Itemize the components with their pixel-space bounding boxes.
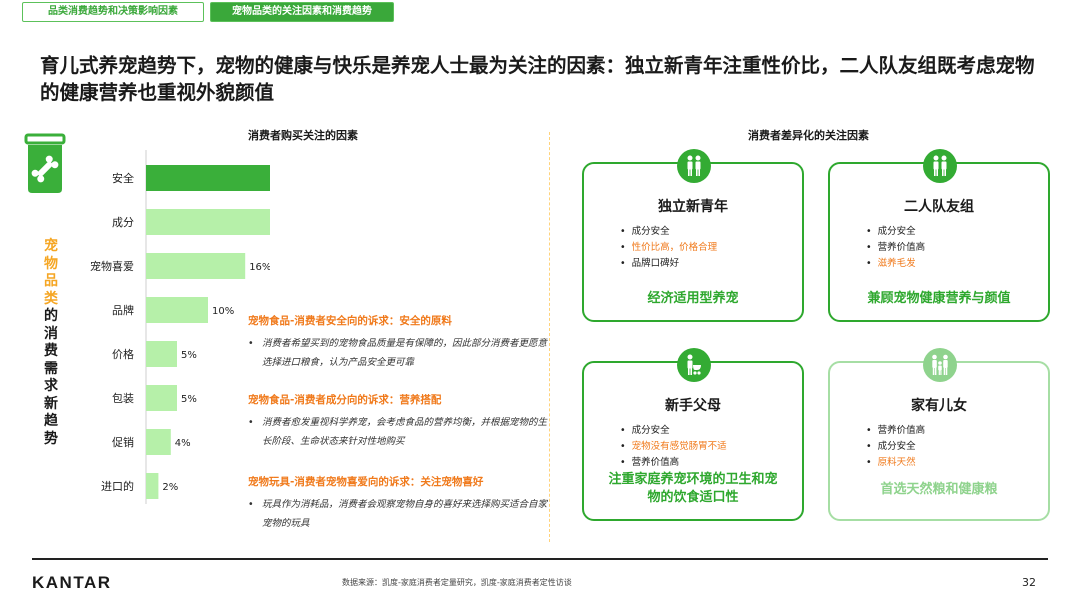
category-label: 安全 [112,171,134,185]
appeal-safety: 宠物食品-消费者安全向的诉求：安全的原料 • 消费者希望买到的宠物食品质量是有保障… [248,314,548,372]
bar [146,253,246,279]
list-item: 滋养毛发 [866,256,925,272]
card-summary: 经济适用型养宠 [647,291,739,306]
card-title: 家有儿女 [911,398,967,414]
couple-icon [923,149,957,183]
category-label: 进口的 [101,479,134,493]
list-item: 成分安全 [866,224,925,240]
segment-card-couple: 二人队友组 成分安全 营养价值高 滋养毛发 兼顾宠物健康营养与颜值 [828,149,1050,322]
bar [146,341,177,367]
card-factor-list: 营养价值高 成分安全 原料天然 [866,423,926,471]
category-label: 包装 [112,392,134,405]
list-item: 宠物没有感觉肠胃不适 [620,439,727,455]
value-label: 16% [249,262,270,273]
appeal-heading: 宠物食品-消费者安全向的诉求：安全的原料 [248,315,452,327]
list-item: 性价比高，价格合理 [620,240,718,256]
footer-divider [32,558,1048,560]
card-summary: 注重家庭养宠环境的卫生和宠物的饮食适口性 [608,472,778,505]
tab-pet-category[interactable]: 宠物品类的关注因素和消费趋势 [210,2,394,22]
bullet-dot: • [248,499,254,510]
category-label: 成分 [112,216,134,229]
card-factor-list: 成分安全 营养价值高 滋养毛发 [866,224,926,272]
card-title: 独立新青年 [658,199,728,215]
bar [146,429,171,455]
value-label: 4% [175,438,191,449]
page-title: 育儿式养宠趋势下，宠物的健康与快乐是养宠人士最为关注的因素：独立新青年注重性价比… [40,54,1035,104]
segment-card-young-single: 独立新青年 成分安全 性价比高，价格合理 品牌口碑好 经济适用型养宠 [582,149,804,322]
category-label: 品牌 [112,303,134,317]
vertical-title-rest: 的消费需求新趋势 [44,308,58,447]
appeal-ingredients: 宠物食品-消费者成分向的诉求：营养搭配 • 消费者愈发重视科学养宠，会考虑食品的营… [248,393,548,451]
page-number: 32 [1022,576,1036,589]
card-factor-list: 成分安全 宠物没有感觉肠胃不适 营养价值高 [620,423,727,471]
bullet-dot: • [248,338,254,349]
tab-category-trends[interactable]: 品类消费趋势和决策影响因素 [22,2,204,22]
column-divider [549,132,550,542]
value-label: 5% [181,350,197,361]
appeal-pet-preference: 宠物玩具-消费者宠物喜爱向的诉求：关注宠物喜好 • 玩具作为消耗品，消费者会观察宠… [248,475,548,533]
bar [146,165,270,191]
card-summary: 首选天然粮和健康粮 [880,482,998,497]
category-label: 宠物喜爱 [90,259,134,273]
card-title: 新手父母 [665,398,721,414]
bullet-dot: • [248,417,254,428]
value-label: 10% [212,306,234,317]
appeal-text: 玩具作为消耗品，消费者会观察宠物自身的喜好来选择购买适合自家宠物的玩具 [262,499,548,529]
card-summary: 兼顾宠物健康营养与颜值 [867,291,1011,306]
appeal-heading: 宠物食品-消费者成分向的诉求：营养搭配 [248,394,442,406]
list-item: 营养价值高 [866,423,926,439]
bar [146,473,159,499]
value-label: 2% [162,482,178,493]
category-label: 价格 [112,347,134,361]
data-source-note: 数据来源：凯度-家庭消费者定量研究，凯度-家庭消费者定性访谈 [342,578,572,587]
bar [146,209,270,235]
list-item: 品牌口碑好 [620,256,717,272]
card-factor-list: 成分安全 性价比高，价格合理 品牌口碑好 [620,224,718,272]
vertical-title-accent: 宠物品类 [44,238,58,307]
bar [146,297,208,323]
list-item: 营养价值高 [620,455,727,471]
vertical-section-title: 宠物品类的消费需求新趋势 [41,238,61,448]
list-item: 成分安全 [866,439,925,455]
value-label: 5% [181,394,197,405]
list-item: 营养价值高 [866,240,926,256]
category-label: 促销 [112,435,134,449]
top-tabs: 品类消费趋势和决策影响因素 宠物品类的关注因素和消费趋势 [22,2,394,22]
segment-card-family: 家有儿女 营养价值高 成分安全 原料天然 首选天然粮和健康粮 [828,348,1050,521]
card-title: 二人队友组 [904,199,974,215]
list-item: 原料天然 [866,455,925,471]
parent-stroller-icon [677,348,711,382]
appeal-text: 消费者希望买到的宠物食品质量是有保障的，因此部分消费者更愿意选择进口粮食，认为产… [262,338,548,368]
brand-logo: KANTAR [32,573,112,592]
couple-icon [677,149,711,183]
segment-card-new-parents: 新手父母 成分安全 宠物没有感觉肠胃不适 营养价值高 注重家庭养宠环境的卫生和宠… [582,348,804,521]
chart-title: 消费者购买关注的因素 [248,129,358,142]
pet-food-bag-icon [24,133,66,193]
bar [146,385,177,411]
appeal-text: 消费者愈发重视科学养宠，会考虑食品的营养均衡，并根据宠物的生长阶段、生命状态来针… [262,417,548,447]
list-item: 成分安全 [620,423,727,439]
list-item: 成分安全 [620,224,717,240]
right-panel-title: 消费者差异化的关注因素 [748,129,869,142]
family-icon [923,348,957,382]
appeal-heading: 宠物玩具-消费者宠物喜爱向的诉求：关注宠物喜好 [248,476,484,488]
